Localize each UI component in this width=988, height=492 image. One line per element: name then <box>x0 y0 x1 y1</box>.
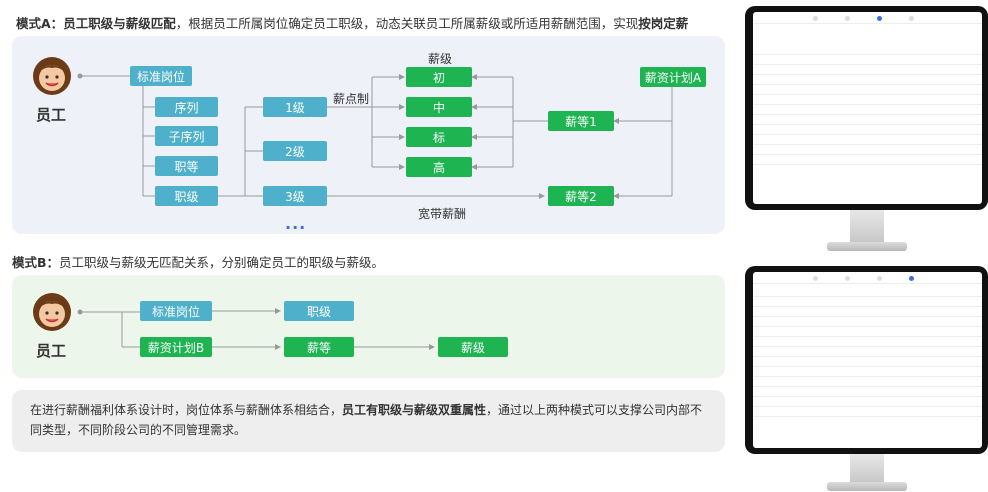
mode-a-heading: 模式A：员工职级与薪级匹配，根据员工所属岗位确定员工职级，动态关联员工所属薪级或… <box>16 16 689 31</box>
monitor-1-bezel <box>745 6 988 210</box>
employee-avatar-a <box>32 56 72 96</box>
job-level-box-a: 职级 <box>155 186 218 206</box>
employee-label-b: 员工 <box>36 342 67 360</box>
salary-plan-b-box: 薪资计划B <box>140 337 212 357</box>
salary-level-middle: 中 <box>406 97 472 117</box>
salary-plan-a-box: 薪资计划A <box>640 67 706 87</box>
salary-level-box-b: 薪级 <box>438 337 508 357</box>
standard-position-box-a: 标准岗位 <box>130 66 192 86</box>
broadband-label: 宽带薪酬 <box>418 207 467 221</box>
mode-b-heading: 模式B：员工职级与薪级无匹配关系，分别确定员工的职级与薪级。 <box>12 255 385 270</box>
sub-sequence-box: 子序列 <box>155 126 218 146</box>
monitor-1-screen <box>753 12 982 204</box>
sequence-box: 序列 <box>155 97 218 117</box>
job-level-box-b: 职级 <box>284 301 354 321</box>
level-3-box: 3级 <box>263 186 327 206</box>
monitor-2-stand <box>850 454 884 482</box>
salary-grade-2-box: 薪等2 <box>548 186 614 206</box>
employee-avatar-b <box>32 292 72 332</box>
monitor-2-base <box>827 482 907 491</box>
mode-a-panel <box>12 36 725 234</box>
level-1-box: 1级 <box>263 97 327 117</box>
ellipsis: ... <box>285 214 307 233</box>
job-grade-box: 职等 <box>155 156 218 176</box>
mode-b-panel <box>12 275 725 378</box>
salary-level-title: 薪级 <box>428 52 453 66</box>
salary-grade-1-box: 薪等1 <box>548 111 614 131</box>
employee-label-a: 员工 <box>36 106 67 124</box>
salary-level-high: 高 <box>406 157 472 177</box>
salary-level-standard: 标 <box>406 127 472 147</box>
salary-point-system-label: 薪点制 <box>333 92 370 106</box>
monitor-2-bezel <box>745 266 988 454</box>
monitor-1-stand <box>850 210 884 242</box>
salary-grade-box-b: 薪等 <box>284 337 354 357</box>
monitor-1-base <box>827 242 907 251</box>
monitor-1-stepper <box>753 12 982 24</box>
monitor-2-screen <box>753 272 982 448</box>
level-2-box: 2级 <box>263 141 327 161</box>
monitor-1 <box>745 6 988 252</box>
monitor-2 <box>745 266 988 492</box>
standard-position-box-b: 标准岗位 <box>140 301 212 321</box>
summary-panel <box>12 390 725 452</box>
monitor-2-stepper <box>753 272 982 284</box>
summary-text: 在进行薪酬福利体系设计时，岗位体系与薪酬体系相结合，员工有职级与薪级双重属性，通… <box>30 403 703 437</box>
salary-level-junior: 初 <box>406 67 472 87</box>
